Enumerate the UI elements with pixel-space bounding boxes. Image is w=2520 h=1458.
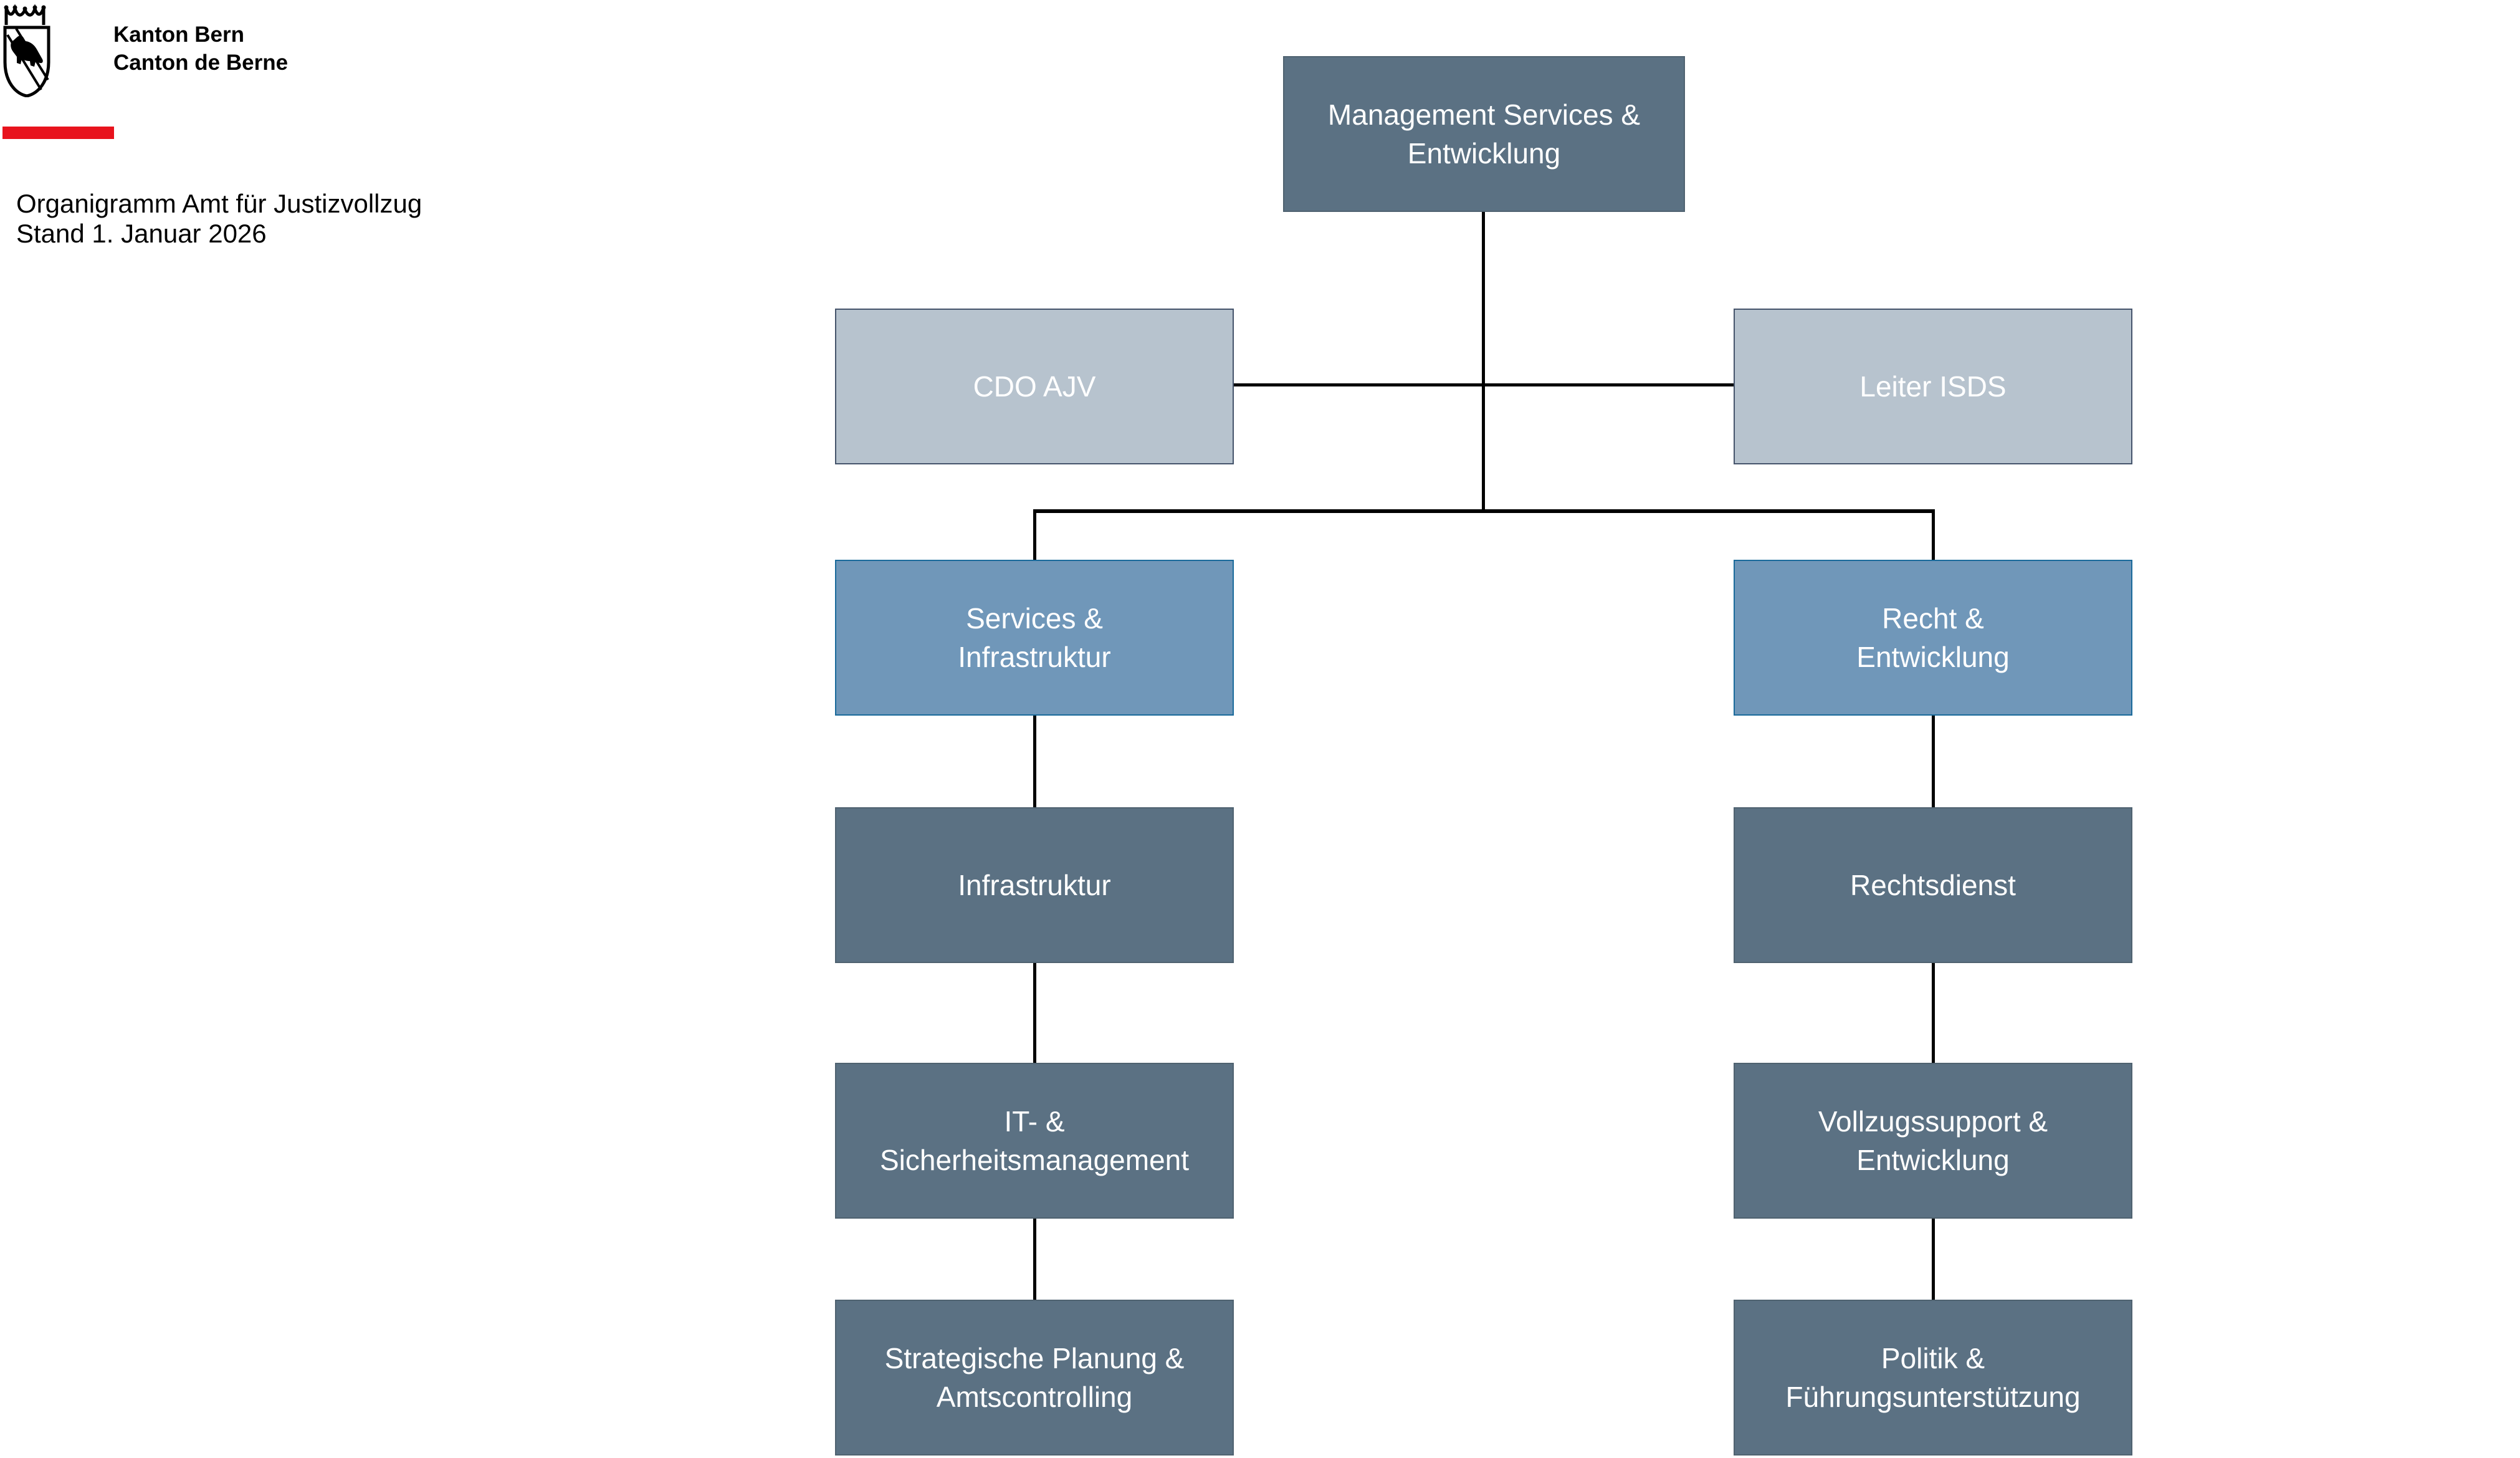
connector-right-2-3	[1932, 962, 1935, 1065]
doc-title: Organigramm Amt für Justizvollzug Stand …	[16, 189, 422, 248]
org-node-management-services: Management Services & Entwicklung	[1283, 56, 1685, 212]
connector-left-2-3	[1033, 962, 1036, 1065]
logo-text: Kanton Bern Canton de Berne	[113, 22, 289, 75]
connector-left-branch-stub	[1033, 509, 1036, 563]
org-node-infrastruktur: Infrastruktur	[835, 807, 1234, 963]
connector-left-1-2	[1033, 714, 1036, 810]
org-node-vollzugssupport: Vollzugssupport & Entwicklung	[1734, 1063, 2132, 1219]
org-node-recht-entwicklung: Recht & Entwicklung	[1734, 560, 2132, 716]
org-node-strategische-planung: Strategische Planung & Amtscontrolling	[835, 1300, 1234, 1456]
red-divider	[2, 127, 114, 139]
connector-staff-horizontal	[1234, 383, 1734, 386]
org-node-leiter-isds: Leiter ISDS	[1734, 309, 2132, 464]
org-node-cdo-ajv: CDO AJV	[835, 309, 1234, 464]
connector-branch-horizontal	[1033, 509, 1935, 513]
org-node-politik-fuehrungsunterstuetzung: Politik & Führungsunterstützung	[1734, 1300, 2132, 1456]
org-node-rechtsdienst: Rechtsdienst	[1734, 807, 2132, 963]
connector-right-3-4	[1932, 1217, 1935, 1302]
org-node-it-sicherheitsmanagement: IT- & Sicherheitsmanagement	[835, 1063, 1234, 1219]
connector-root-vertical	[1482, 212, 1485, 511]
connector-left-3-4	[1033, 1217, 1036, 1302]
bern-crest-icon	[3, 4, 50, 97]
connector-right-branch-stub	[1932, 509, 1935, 563]
org-node-services-infrastruktur: Services & Infrastruktur	[835, 560, 1234, 716]
connector-right-1-2	[1932, 714, 1935, 810]
